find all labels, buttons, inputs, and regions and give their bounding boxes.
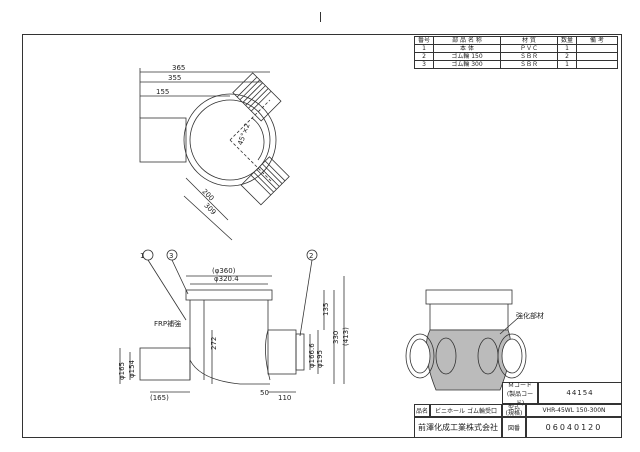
label-reinforcement: 強化部材	[516, 311, 544, 320]
name-value: ビニホール ゴム輪受口	[430, 404, 502, 417]
dim-45x2: 45°×2	[236, 122, 251, 146]
dim-135: 135	[322, 303, 330, 316]
name-label: 品名	[414, 404, 430, 417]
dim-phi154: φ154	[128, 359, 136, 378]
top-view	[139, 68, 290, 241]
label-frp: FRP補強	[154, 319, 181, 328]
top-view-left-pipe	[139, 117, 187, 163]
cell	[576, 60, 618, 69]
model-label: 型式 (規格)	[502, 404, 526, 417]
dim-272: 272	[210, 337, 218, 350]
dim-phi320: φ320.4	[214, 275, 239, 283]
dim-phi166: φ166.6	[308, 343, 316, 368]
dim-phi195: φ195	[316, 350, 324, 368]
company-name: 前澤化成工業株式会社	[414, 417, 502, 438]
dim-165: (165)	[150, 394, 169, 402]
callout-1: 1	[140, 252, 144, 260]
drawing-no-label: 図番	[502, 417, 526, 438]
dim-phi360: (φ360)	[212, 267, 236, 275]
m-code-label: Ｍコード (製品コード)	[502, 382, 538, 407]
top-view-dims: 365 355 155 45°×2 200 309	[156, 64, 252, 217]
dim-110: 110	[278, 394, 291, 402]
dim-330: 330	[332, 331, 340, 344]
dim-355: 355	[168, 74, 181, 82]
drawing-frame	[22, 34, 622, 438]
callout-3: 3	[169, 252, 173, 260]
section-view	[405, 289, 527, 391]
side-view-dims: 1 3 2 (φ360) φ320.4 272 135 330 (413) φ1…	[118, 252, 350, 402]
top-center-tick	[320, 12, 321, 22]
m-code-value: 44154	[538, 382, 622, 404]
dim-phi165: φ165	[118, 362, 126, 380]
dim-365: 365	[172, 64, 185, 72]
parts-table: 番号 部 品 名 称 材 質 数量 備 考 1 本 体 ＰＶＣ 1 2 ゴム輪 …	[414, 36, 618, 69]
dim-155: 155	[156, 88, 169, 96]
top-view-inner-circle	[189, 99, 271, 181]
dim-413: (413)	[342, 327, 350, 346]
model-value: VHR-45WL 150-300N	[526, 404, 622, 417]
dim-50: 50	[260, 389, 269, 397]
callout-2: 2	[309, 252, 313, 260]
top-view-outer-circle	[183, 93, 277, 187]
drawing-no-value: 06040120	[526, 417, 622, 438]
side-view	[119, 249, 345, 393]
table-row: 3 ゴム輪 300 ＳＢＲ 1	[414, 60, 618, 69]
callout-circle-1	[142, 249, 154, 261]
